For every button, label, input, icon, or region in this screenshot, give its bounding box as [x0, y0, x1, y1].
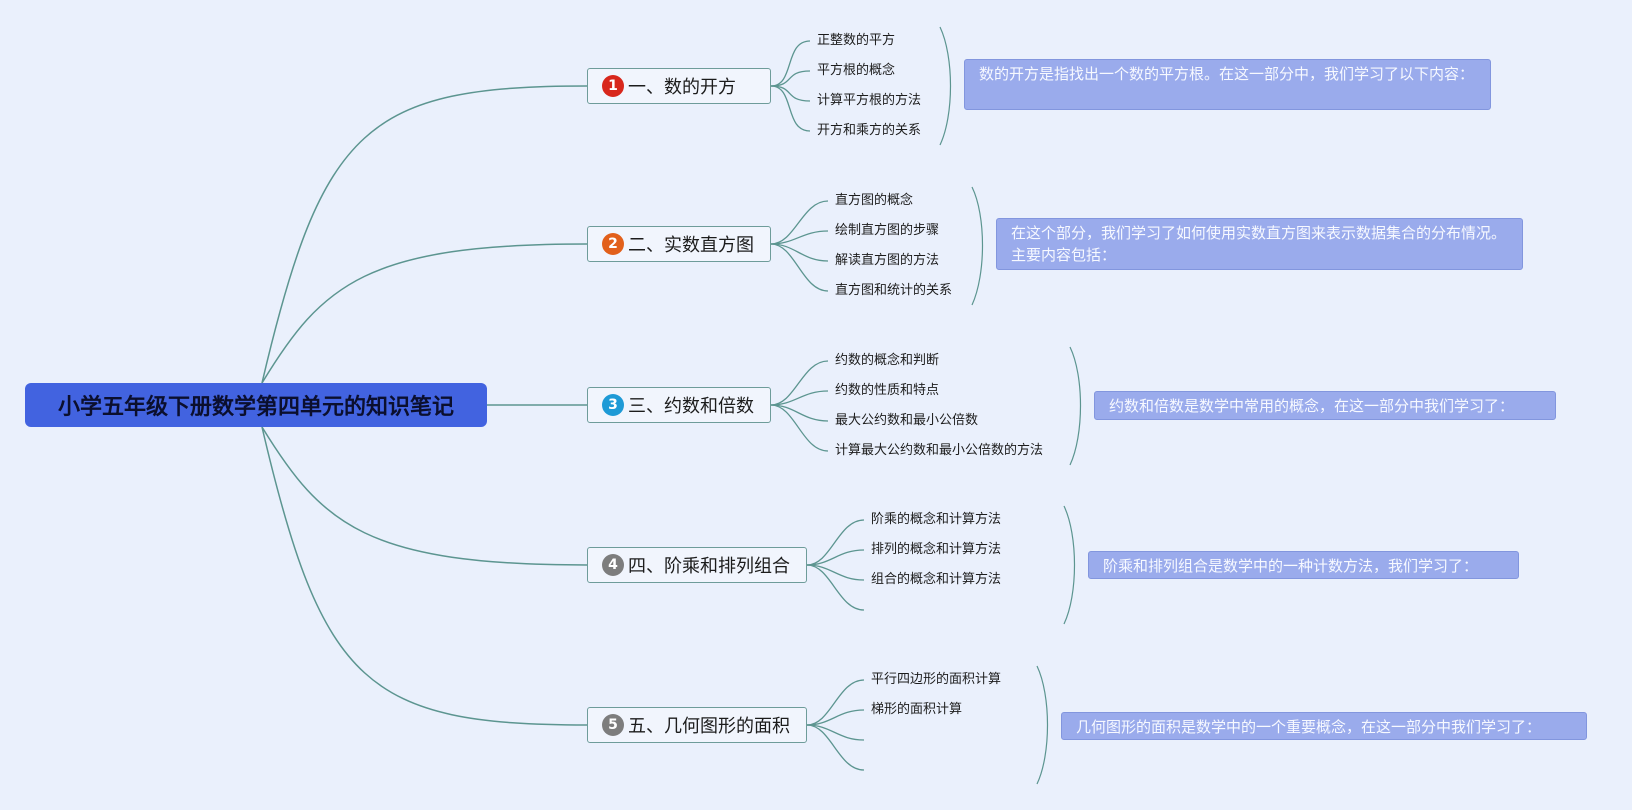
- root-topic[interactable]: 小学五年级下册数学第四单元的知识笔记: [25, 383, 487, 427]
- summary-bracket: [1036, 665, 1049, 785]
- leaf-item[interactable]: 约数的性质和特点: [835, 383, 940, 398]
- leaf-item[interactable]: 最大公约数和最小公倍数: [835, 413, 979, 428]
- leaf-connector: [770, 85, 811, 102]
- root-connector: [261, 426, 588, 566]
- root-title: 小学五年级下册数学第四单元的知识笔记: [57, 395, 454, 420]
- summary-note-1[interactable]: 数的开方是指找出一个数的平方根。在这一部分中，我们学习了以下内容：: [964, 59, 1491, 110]
- leaf-connector: [770, 40, 811, 87]
- number-badge-3: 3: [602, 394, 624, 416]
- leaf-item[interactable]: 组合的概念和计算方法: [871, 572, 1002, 587]
- summary-note-5[interactable]: 几何图形的面积是数学中的一个重要概念，在这一部分中我们学习了：: [1061, 712, 1587, 740]
- branch-5[interactable]: 5 五、几何图形的面积: [587, 707, 807, 743]
- leaf-item[interactable]: 排列的概念和计算方法: [871, 542, 1002, 557]
- leaf-connector: [770, 390, 829, 406]
- branch-3[interactable]: 3 三、约数和倍数: [587, 387, 771, 423]
- summary-note-2[interactable]: 在这个部分，我们学习了如何使用实数直方图来表示数据集合的分布情况。主要内容包括：: [996, 218, 1523, 270]
- branch-4[interactable]: 4 四、阶乘和排列组合: [587, 547, 807, 583]
- leaf-connector: [770, 404, 829, 452]
- leaf-connector: [806, 549, 865, 566]
- branch-2[interactable]: 2 二、实数直方图: [587, 226, 771, 262]
- leaf-item[interactable]: 计算最大公约数和最小公倍数的方法: [835, 443, 1044, 458]
- leaf-connector: [770, 70, 811, 87]
- summary-bracket: [939, 26, 952, 146]
- leaf-connector: [770, 360, 829, 406]
- branch-label: 五、几何图形的面积: [628, 716, 790, 737]
- root-connector: [261, 243, 588, 384]
- leaf-item[interactable]: 计算平方根的方法: [817, 93, 922, 108]
- leaf-connector: [770, 243, 829, 292]
- leaf-item[interactable]: 正整数的平方: [817, 33, 896, 48]
- number-badge-1: 1: [602, 75, 624, 97]
- leaf-connector: [770, 85, 811, 132]
- leaf-connector: [806, 724, 865, 771]
- summary-note-3[interactable]: 约数和倍数是数学中常用的概念，在这一部分中我们学习了：: [1094, 391, 1556, 420]
- summary-bracket: [1063, 505, 1076, 625]
- branch-label: 二、实数直方图: [628, 235, 754, 256]
- leaf-connector: [770, 230, 829, 245]
- leaf-item[interactable]: 开方和乘方的关系: [817, 123, 922, 138]
- leaf-connector: [806, 709, 865, 726]
- leaf-item[interactable]: 直方图的概念: [835, 193, 914, 208]
- leaf-connector: [806, 519, 865, 566]
- summary-bracket: [971, 186, 984, 306]
- summary-bracket: [1069, 346, 1082, 466]
- leaf-item[interactable]: 梯形的面积计算: [871, 702, 963, 717]
- leaf-item[interactable]: 平方根的概念: [817, 63, 896, 78]
- branch-label: 三、约数和倍数: [628, 396, 754, 417]
- branch-1[interactable]: 1 一、数的开方: [587, 68, 771, 104]
- branch-label: 一、数的开方: [628, 77, 736, 98]
- leaf-item[interactable]: 绘制直方图的步骤: [835, 223, 940, 238]
- leaf-item[interactable]: 平行四边形的面积计算: [871, 672, 1002, 687]
- number-badge-4: 4: [602, 554, 624, 576]
- leaf-item[interactable]: 直方图和统计的关系: [835, 283, 953, 298]
- leaf-connector: [770, 200, 829, 245]
- branch-label: 四、阶乘和排列组合: [628, 556, 790, 577]
- leaf-item[interactable]: 解读直方图的方法: [835, 253, 940, 268]
- root-connector: [261, 85, 588, 384]
- number-badge-5: 5: [602, 714, 624, 736]
- summary-note-4[interactable]: 阶乘和排列组合是数学中的一种计数方法，我们学习了：: [1088, 551, 1519, 579]
- leaf-item[interactable]: 约数的概念和判断: [835, 353, 940, 368]
- number-badge-2: 2: [602, 233, 624, 255]
- leaf-item[interactable]: 阶乘的概念和计算方法: [871, 512, 1002, 527]
- leaf-connector: [806, 679, 865, 726]
- leaf-connector: [806, 564, 865, 611]
- root-connector: [261, 426, 588, 726]
